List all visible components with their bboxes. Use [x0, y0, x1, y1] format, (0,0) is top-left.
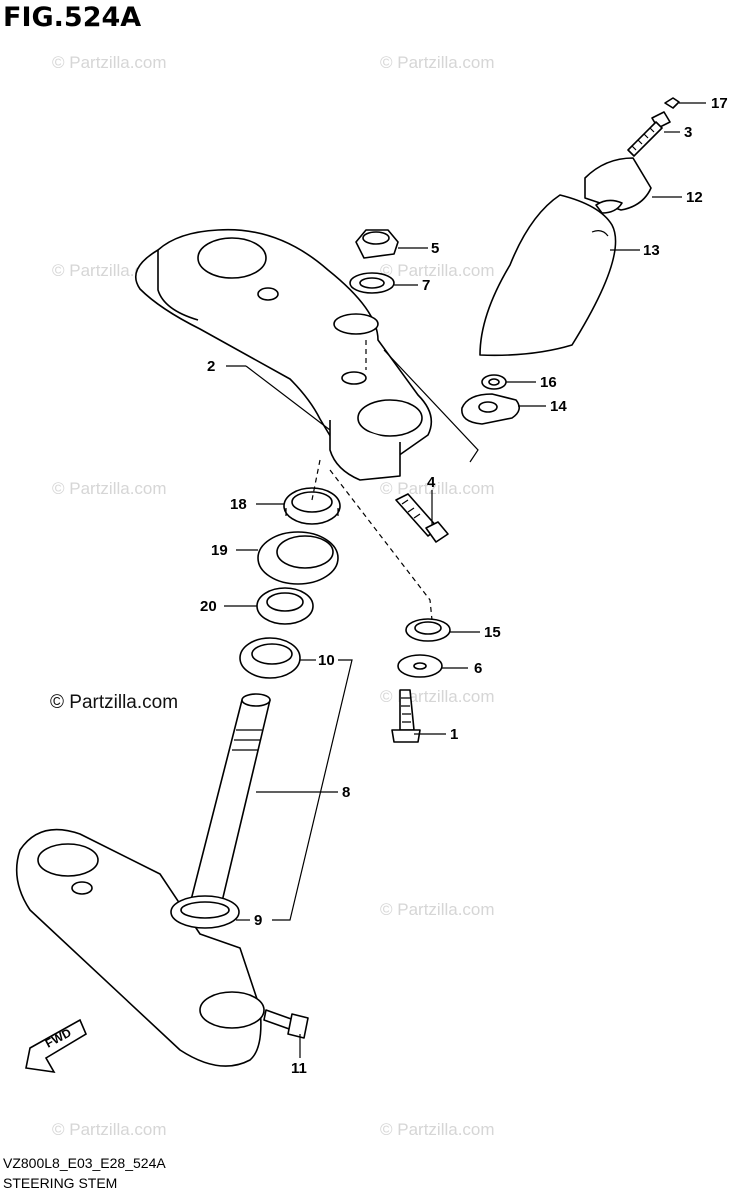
- callout-5: 5: [431, 240, 439, 257]
- watermark-text-prominent: © Partzilla.com: [50, 692, 178, 713]
- part-2-upper-bracket: [135, 228, 433, 481]
- callout-11: 11: [291, 1060, 307, 1077]
- callout-3: 3: [684, 124, 692, 141]
- callout-4: 4: [427, 474, 436, 491]
- callout-17: 17: [711, 95, 728, 112]
- watermark-text: © Partzilla.com: [380, 53, 495, 72]
- callout-18: 18: [230, 496, 247, 513]
- watermark-text: © Partzilla.com: [52, 1120, 167, 1139]
- watermark-text: © Partzilla.com: [380, 900, 495, 919]
- part-15-washer: [405, 618, 451, 642]
- watermark-text: © Partzilla.com: [52, 479, 167, 498]
- part-12-handlebar-holder: [584, 157, 652, 214]
- callout-14: 14: [550, 398, 567, 415]
- callout-16: 16: [540, 374, 557, 391]
- callout-19: 19: [211, 542, 228, 559]
- watermark-text: © Partzilla.com: [380, 1120, 495, 1139]
- watermark-text: © Partzilla.com: [380, 687, 495, 706]
- callout-2: 2: [207, 358, 215, 375]
- callout-12: 12: [686, 189, 703, 206]
- leader-lines: [224, 102, 706, 1058]
- callout-8: 8: [342, 784, 350, 801]
- part-8-steering-stem: [15, 693, 271, 1067]
- part-9-seal: [170, 895, 240, 929]
- diagram-name: STEERING STEM: [3, 1175, 118, 1191]
- part-10-bearing-race: [239, 637, 301, 679]
- callout-10: 10: [318, 652, 335, 669]
- callout-15: 15: [484, 624, 501, 641]
- callout-20: 20: [200, 598, 217, 615]
- part-5-cap-nut: [355, 229, 399, 259]
- callout-1: 1: [450, 726, 458, 743]
- callout-9: 9: [254, 912, 262, 929]
- watermark-text: © Partzilla.com: [380, 479, 495, 498]
- callout-7: 7: [422, 277, 430, 294]
- watermark-text: © Partzilla.com: [380, 261, 495, 280]
- part-14-plate: [461, 393, 520, 425]
- part-6-washer: [397, 654, 443, 678]
- part-11-bolt: [263, 1009, 309, 1039]
- watermark-text: © Partzilla.com: [52, 53, 167, 72]
- figure-title: FIG.524A: [3, 2, 142, 33]
- part-7-washer: [349, 272, 395, 294]
- part-13-handlebar-cover: [479, 194, 617, 357]
- callout-labels: 17 3 12 13 5 7 2 16 14 4 18 19 20 15 6 1…: [200, 95, 728, 1077]
- callout-6: 6: [474, 660, 482, 677]
- part-4-bolt: [395, 493, 449, 543]
- fwd-arrow-icon: FWD: [25, 1018, 88, 1074]
- part-20-bearing: [256, 587, 314, 625]
- callout-13: 13: [643, 242, 660, 259]
- part-19-dust-seal: [257, 531, 339, 585]
- part-1-bolt: [391, 689, 421, 743]
- part-16-washer: [481, 374, 507, 390]
- part-3-bolt-upper: [627, 97, 680, 157]
- diagram-code: VZ800L8_E03_E28_524A: [3, 1155, 166, 1171]
- part-18-nut: [283, 487, 341, 525]
